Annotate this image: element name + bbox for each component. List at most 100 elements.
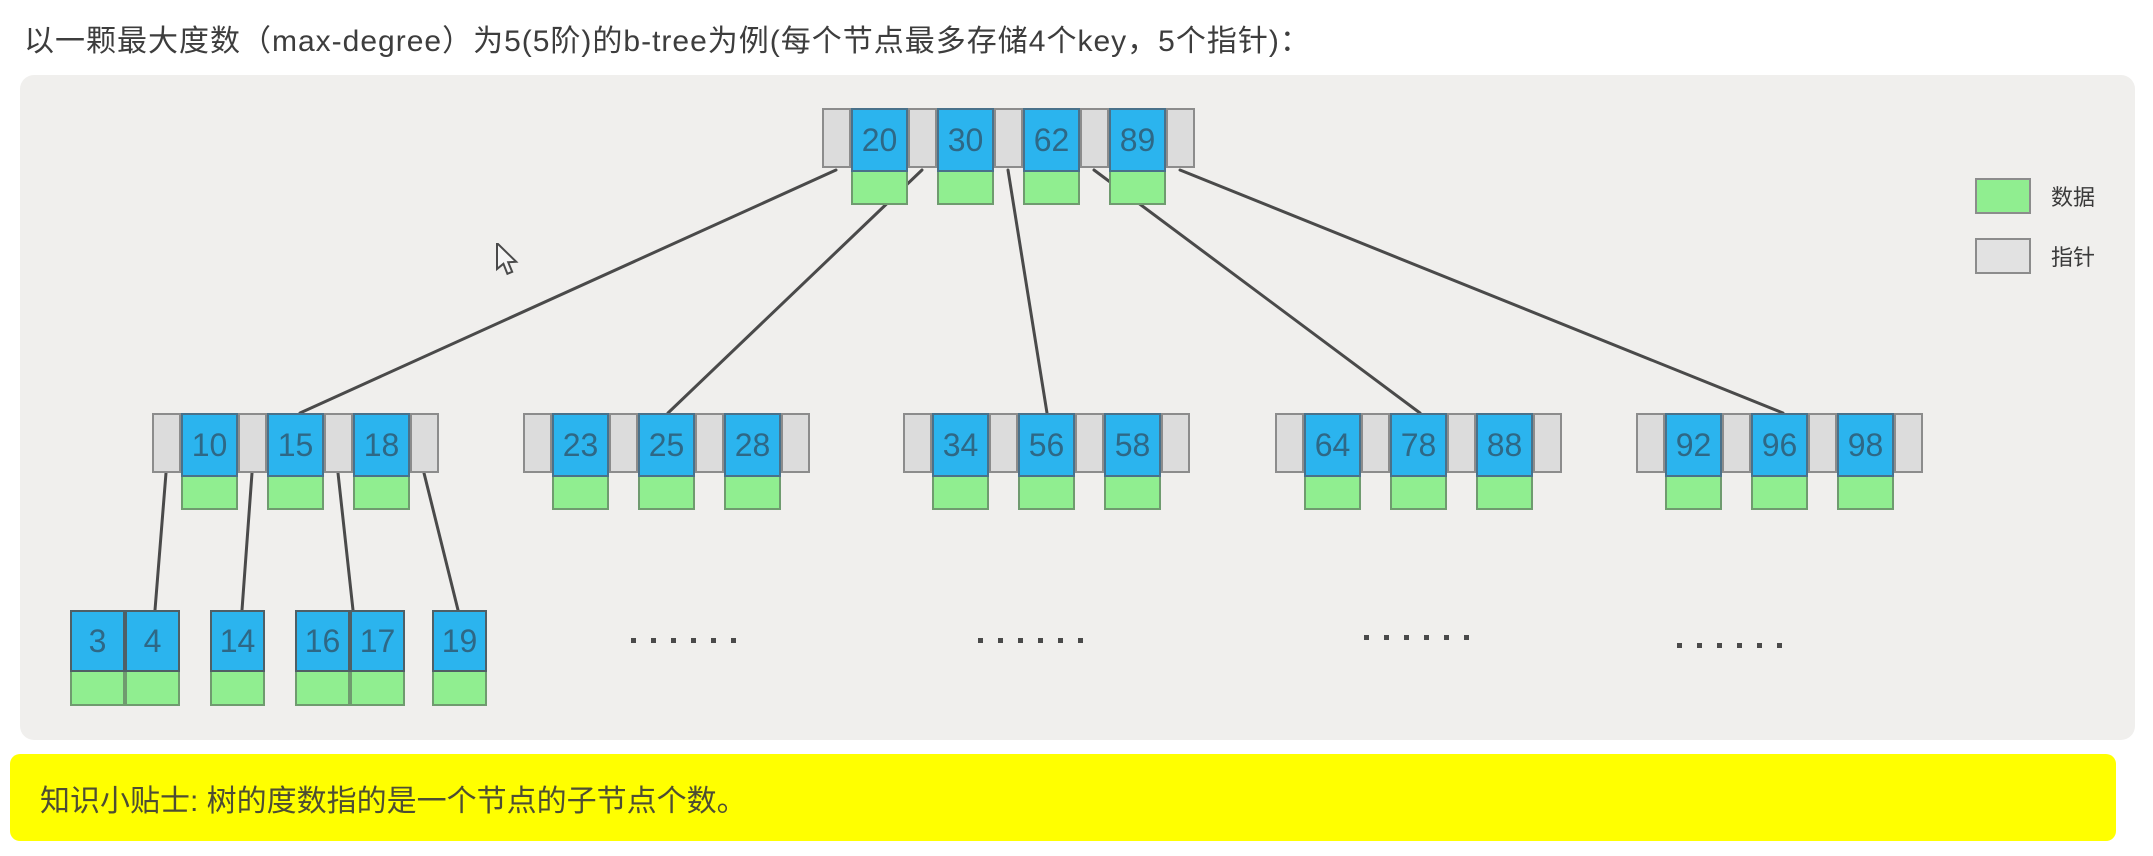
connector-line [1092, 168, 1422, 415]
page-title: 以一颗最大度数（max-degree）为5(5阶)的b-tree为例(每个节点最… [24, 25, 1311, 58]
key-cell: 88 [1476, 413, 1533, 477]
pointer-cell [989, 413, 1018, 473]
legend-label-pointer: 指针 [2051, 245, 2096, 270]
ellipsis-more-nodes [1364, 635, 1484, 640]
pointer-cell [822, 108, 851, 168]
pointer-cell [1894, 413, 1923, 473]
pointer-cell [609, 413, 638, 473]
data-cell [724, 475, 781, 510]
data-cell [350, 670, 405, 706]
connector-line [153, 471, 168, 612]
ellipsis-more-nodes [631, 638, 751, 643]
key-cell: 16 [295, 610, 350, 672]
knowledge-tip-note: 知识小贴士: 树的度数指的是一个节点的子节点个数。 [10, 754, 2116, 841]
pointer-cell [781, 413, 810, 473]
pointer-cell [238, 413, 267, 473]
ellipsis-dot [651, 638, 656, 643]
connector-line [298, 168, 838, 415]
pointer-cell [1808, 413, 1837, 473]
pointer-cell [1075, 413, 1104, 473]
ellipsis-dot [1058, 638, 1063, 643]
pointer-cell [1275, 413, 1304, 473]
key-cell: 96 [1751, 413, 1808, 477]
pointer-cell [1361, 413, 1390, 473]
ellipsis-dot [671, 638, 676, 643]
pointer-cell [903, 413, 932, 473]
data-cell [552, 475, 609, 510]
ellipsis-more-nodes [1677, 643, 1797, 648]
data-cell [70, 670, 125, 706]
legend-label-data: 数据 [2051, 185, 2096, 210]
data-cell [1304, 475, 1361, 510]
key-cell: 4 [125, 610, 180, 672]
connector-line [666, 168, 924, 415]
connector-line [336, 471, 355, 612]
data-cell [267, 475, 324, 510]
pointer-cell [152, 413, 181, 473]
connector-line [422, 471, 460, 612]
pointer-cell [410, 413, 439, 473]
ellipsis-dot [1424, 635, 1429, 640]
ellipsis-dot [691, 638, 696, 643]
ellipsis-dot [1444, 635, 1449, 640]
key-cell: 3 [70, 610, 125, 672]
data-cell [851, 170, 908, 205]
ellipsis-dot [1078, 638, 1083, 643]
pointer-cell [1636, 413, 1665, 473]
ellipsis-dot [1404, 635, 1409, 640]
key-cell: 78 [1390, 413, 1447, 477]
key-cell: 64 [1304, 413, 1361, 477]
data-cell [1390, 475, 1447, 510]
ellipsis-dot [631, 638, 636, 643]
data-cell [1109, 170, 1166, 205]
pointer-cell [324, 413, 353, 473]
ellipsis-dot [1364, 635, 1369, 640]
key-cell: 56 [1018, 413, 1075, 477]
data-cell [638, 475, 695, 510]
key-cell: 19 [432, 610, 487, 672]
data-cell [1018, 475, 1075, 510]
data-cell [932, 475, 989, 510]
key-cell: 89 [1109, 108, 1166, 172]
ellipsis-dot [711, 638, 716, 643]
key-cell: 17 [350, 610, 405, 672]
data-cell [937, 170, 994, 205]
data-cell [1751, 475, 1808, 510]
key-cell: 92 [1665, 413, 1722, 477]
data-cell [1023, 170, 1080, 205]
ellipsis-dot [731, 638, 736, 643]
pointer-cell [1161, 413, 1190, 473]
key-cell: 30 [937, 108, 994, 172]
ellipsis-dot [998, 638, 1003, 643]
pointer-cell [1166, 108, 1195, 168]
pointer-cell [1447, 413, 1476, 473]
data-cell [1837, 475, 1894, 510]
pointer-cell [1533, 413, 1562, 473]
ellipsis-more-nodes [978, 638, 1098, 643]
ellipsis-dot [978, 638, 983, 643]
key-cell: 58 [1104, 413, 1161, 477]
pointer-color-swatch [1975, 238, 2031, 274]
data-cell [1476, 475, 1533, 510]
key-cell: 23 [552, 413, 609, 477]
data-color-swatch [1975, 178, 2031, 214]
ellipsis-dot [1018, 638, 1023, 643]
key-cell: 34 [932, 413, 989, 477]
data-cell [1665, 475, 1722, 510]
legend-item-data: 数据 [1975, 178, 2095, 214]
data-cell [432, 670, 487, 706]
data-cell [181, 475, 238, 510]
connector-line [1178, 168, 1785, 415]
tree-connector-lines [153, 168, 1785, 612]
pointer-cell [695, 413, 724, 473]
key-cell: 15 [267, 413, 324, 477]
ellipsis-dot [1384, 635, 1389, 640]
data-cell [353, 475, 410, 510]
key-cell: 20 [851, 108, 908, 172]
ellipsis-dot [1737, 643, 1742, 648]
mouse-cursor [496, 243, 519, 276]
knowledge-tip-text: 知识小贴士: 树的度数指的是一个节点的子节点个数。 [40, 784, 747, 818]
